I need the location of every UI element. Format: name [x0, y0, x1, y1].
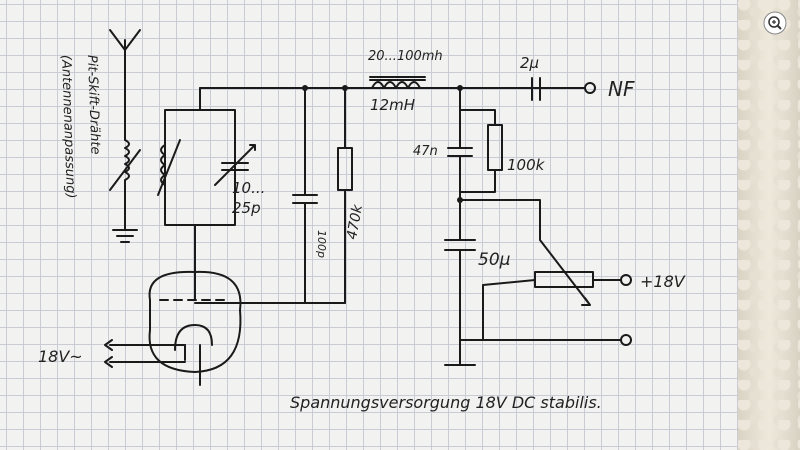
antenna-note-2: (Antennenanpassung)	[58, 55, 78, 199]
antenna-note-1: Pit-Skift-Drähte	[84, 55, 102, 155]
supply-label: +18V	[640, 272, 686, 291]
vacuum-tube	[104, 269, 346, 386]
antenna-coil	[109, 99, 141, 243]
choke-label-top: 20...100mh	[368, 49, 443, 64]
feedback-network	[447, 87, 503, 241]
cap-47n-label: 47n	[413, 144, 438, 159]
tank-circuit	[157, 87, 256, 271]
res-100k-label: 100k	[507, 156, 546, 174]
potentiometer	[444, 199, 632, 366]
coupling-capacitor	[531, 77, 596, 101]
capacitor-100p	[292, 87, 318, 304]
choke-label-bottom: 12mH	[370, 96, 415, 114]
lace-background	[738, 0, 800, 450]
res-470k-label: 470k	[344, 203, 366, 241]
heater-label: 18V~	[38, 347, 83, 366]
cap-100p-label: 100p	[315, 230, 328, 258]
zoom-in-icon[interactable]	[763, 11, 787, 35]
cap-50u-label: 50μ	[478, 250, 511, 270]
output-label: NF	[608, 77, 635, 101]
rf-choke	[369, 76, 426, 89]
caption: Spannungsversorgung 18V DC stabilis.	[290, 393, 602, 412]
trimmer-label-top: 10...	[232, 179, 265, 197]
antenna-symbol	[109, 29, 141, 101]
filter-capacitor-50u	[444, 239, 476, 341]
coupling-cap-label: 2μ	[520, 54, 539, 72]
resistor-470k	[337, 87, 353, 304]
trimmer-label-bottom: 25p	[232, 199, 261, 217]
